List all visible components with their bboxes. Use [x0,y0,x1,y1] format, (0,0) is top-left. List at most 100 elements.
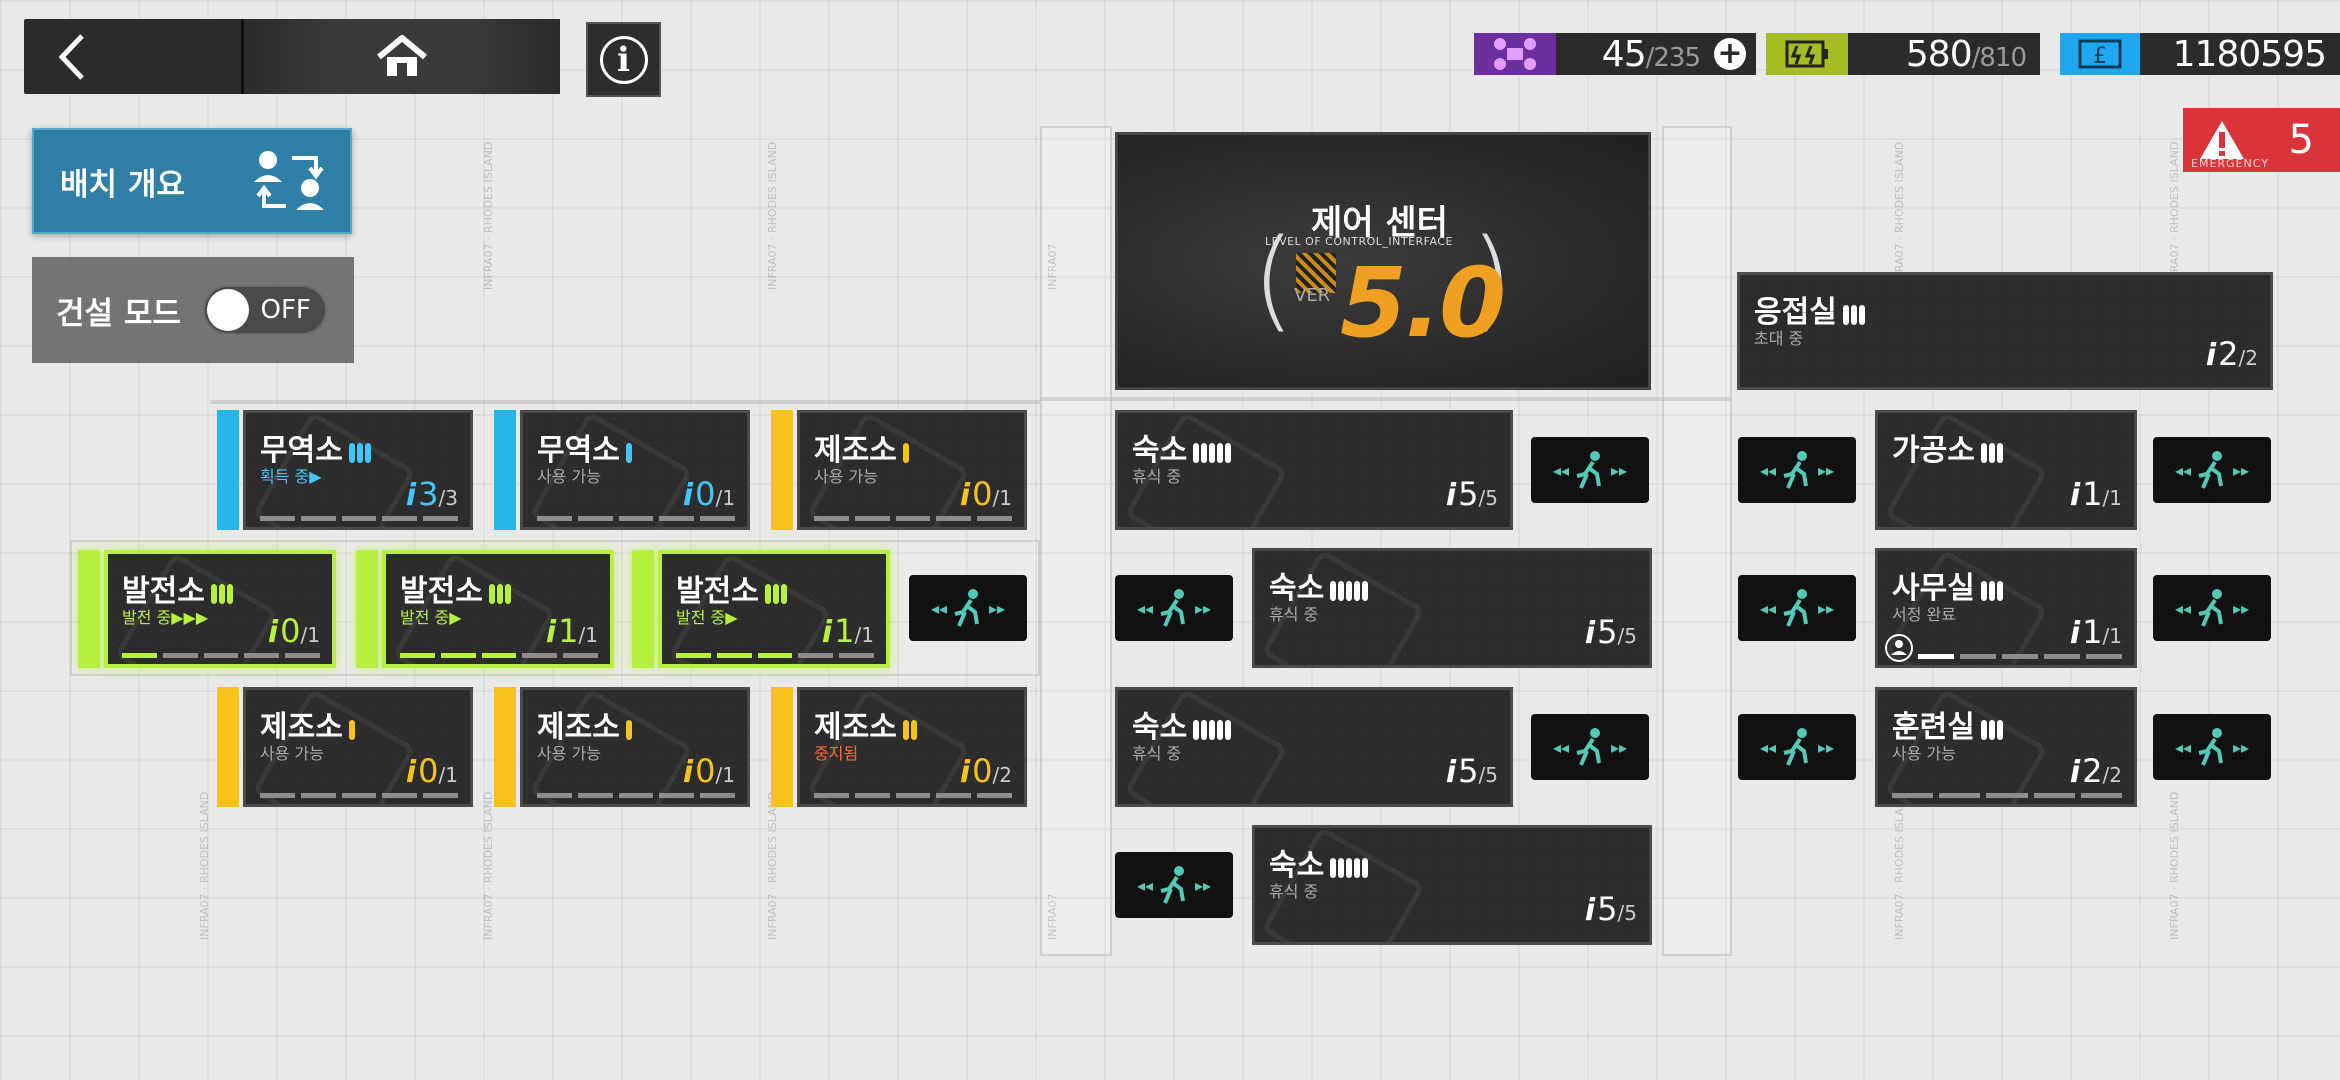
power-plant-2[interactable]: 발전소 발전 중▶ i1/1 [382,550,614,668]
deployment-overview-button[interactable]: 배치 개요 [32,128,352,234]
running-man-icon [1783,728,1808,766]
running-man-icon [2198,728,2223,766]
build-mode-toggle[interactable]: OFF [202,285,327,335]
factory-tab [217,687,239,807]
level-pips [1193,711,1233,746]
toggle-knob [206,289,249,331]
room-status: 발전 중▶ [676,608,738,627]
room-count: 0 [695,752,716,790]
drone-value: 45 [1601,33,1647,75]
corridor[interactable]: ◂◂▸▸ [1738,575,1856,641]
info-icon: i [599,35,648,84]
corridor[interactable]: ◂◂▸▸ [1115,852,1233,918]
room-max: /2 [2102,763,2122,787]
corridor[interactable]: ◂◂▸▸ [2153,714,2271,780]
power-counter: 580/810 [1766,33,2040,75]
warning-icon [2200,121,2244,159]
factory-1[interactable]: 제조소 사용 가능 i0/1 [243,687,473,807]
level-pips [1330,572,1370,607]
emergency-button[interactable]: 5 EMERGENCY [2183,108,2340,172]
operator-icon: i [1584,616,1596,651]
room-name: 제조소 [260,710,343,745]
power-tab [78,550,100,668]
running-man-icon [1783,589,1808,627]
room-max: /1 [715,763,735,787]
corridor[interactable]: ◂◂▸▸ [2153,575,2271,641]
room-max: /3 [438,486,458,510]
running-man-icon [1576,728,1601,766]
home-button[interactable] [244,19,560,94]
corridor[interactable]: ◂◂▸▸ [1738,714,1856,780]
plus-icon[interactable]: + [1714,38,1746,70]
room-status: 휴식 중 [1132,744,1182,763]
room-name: 응접실 [1754,295,1837,330]
dormitory-1[interactable]: 숙소 휴식 중 i5/5 [1115,410,1513,530]
corridor[interactable]: ◂◂▸▸ [1531,437,1649,503]
power-value: 580 [1905,33,1973,75]
corridor[interactable]: ◂◂▸▸ [1531,714,1649,780]
factory-2[interactable]: 제조소 사용 가능 i0/1 [520,687,750,807]
room-status: 발전 중▶ [400,608,462,627]
svg-text:£: £ [2093,44,2107,69]
lmd-value: 1180595 [2172,33,2327,75]
office-room[interactable]: 사무실 서정 완료 i1/1 [1875,548,2137,668]
room-name: 가공소 [1892,433,1975,468]
operator-icon: i [2069,755,2081,790]
room-name: 사무실 [1892,571,1975,606]
factory-3[interactable]: 제조소 중지됨 i0/2 [797,687,1027,807]
power-plant-3[interactable]: 발전소 발전 중▶ i1/1 [658,550,890,668]
training-room[interactable]: 훈련실 사용 가능 i2/2 [1875,687,2137,807]
trade-post-2[interactable]: 무역소 사용 가능 i0/1 [520,410,750,530]
operator-icon: i [959,755,971,790]
room-max: /1 [300,623,320,647]
dormitory-3[interactable]: 숙소 휴식 중 i5/5 [1115,687,1513,807]
corridor[interactable]: ◂◂▸▸ [1115,575,1233,641]
control-center-ver-label: VER [1294,285,1331,306]
room-count: 3 [418,475,439,513]
workshop-room[interactable]: 가공소 i1/1 [1875,410,2137,530]
drone-counter[interactable]: 45/235 + [1474,33,1756,75]
operator-icon: i [545,615,557,650]
running-man-icon [1783,451,1808,489]
power-tab [356,550,378,668]
overview-label: 배치 개요 [60,166,185,203]
build-mode-label: 건설 모드 [56,295,181,332]
room-status: 사용 가능 [537,467,601,486]
chevron-left-icon [58,33,84,80]
trade-post-1[interactable]: 무역소 획득 중▶ i3/3 [243,410,473,530]
level-pips [1980,572,2005,607]
battery-icon [1766,33,1848,75]
control-center-title: 제어 센터 [1311,203,1448,243]
corridor[interactable]: ◂◂▸▸ [1738,437,1856,503]
level-pips [210,575,235,610]
corridor[interactable]: ◂◂▸▸ [909,575,1027,641]
level-pips [1980,711,2005,746]
operator-icon: i [1445,755,1457,790]
room-name: 발전소 [400,574,483,609]
dormitory-2[interactable]: 숙소 휴식 중 i5/5 [1252,548,1652,668]
room-count: 5 [1458,752,1479,790]
power-plant-1[interactable]: 발전소 발전 중▶▶▶ i0/1 [104,550,336,668]
operator-icon: i [405,478,417,513]
back-button[interactable] [24,19,244,94]
dormitory-4[interactable]: 숙소 휴식 중 i5/5 [1252,825,1652,945]
corridor[interactable]: ◂◂▸▸ [2153,437,2271,503]
room-count: 5 [1458,475,1479,513]
factory-top[interactable]: 제조소 사용 가능 i0/1 [797,410,1027,530]
info-button[interactable]: i [586,22,661,97]
operator-icon: i [821,615,833,650]
level-pips [1330,849,1370,884]
operator-icon: i [1584,893,1596,928]
room-status: 사용 가능 [1892,744,1956,763]
operator-icon: i [1445,478,1457,513]
drone-icon [1474,33,1556,75]
room-max: /1 [578,623,598,647]
emergency-label: EMERGENCY [2191,157,2269,170]
reception-room[interactable]: 응접실 초대 중 i2/2 [1737,272,2273,390]
progress-slots [400,653,598,658]
top-nav-bar [24,19,560,94]
running-man-icon [1160,866,1185,904]
room-name: 발전소 [676,574,759,609]
control-center-room[interactable]: ( ) 제어 센터 LEVEL OF CONTROL_INTERFACE VER… [1115,132,1651,390]
progress-slots [537,516,735,521]
